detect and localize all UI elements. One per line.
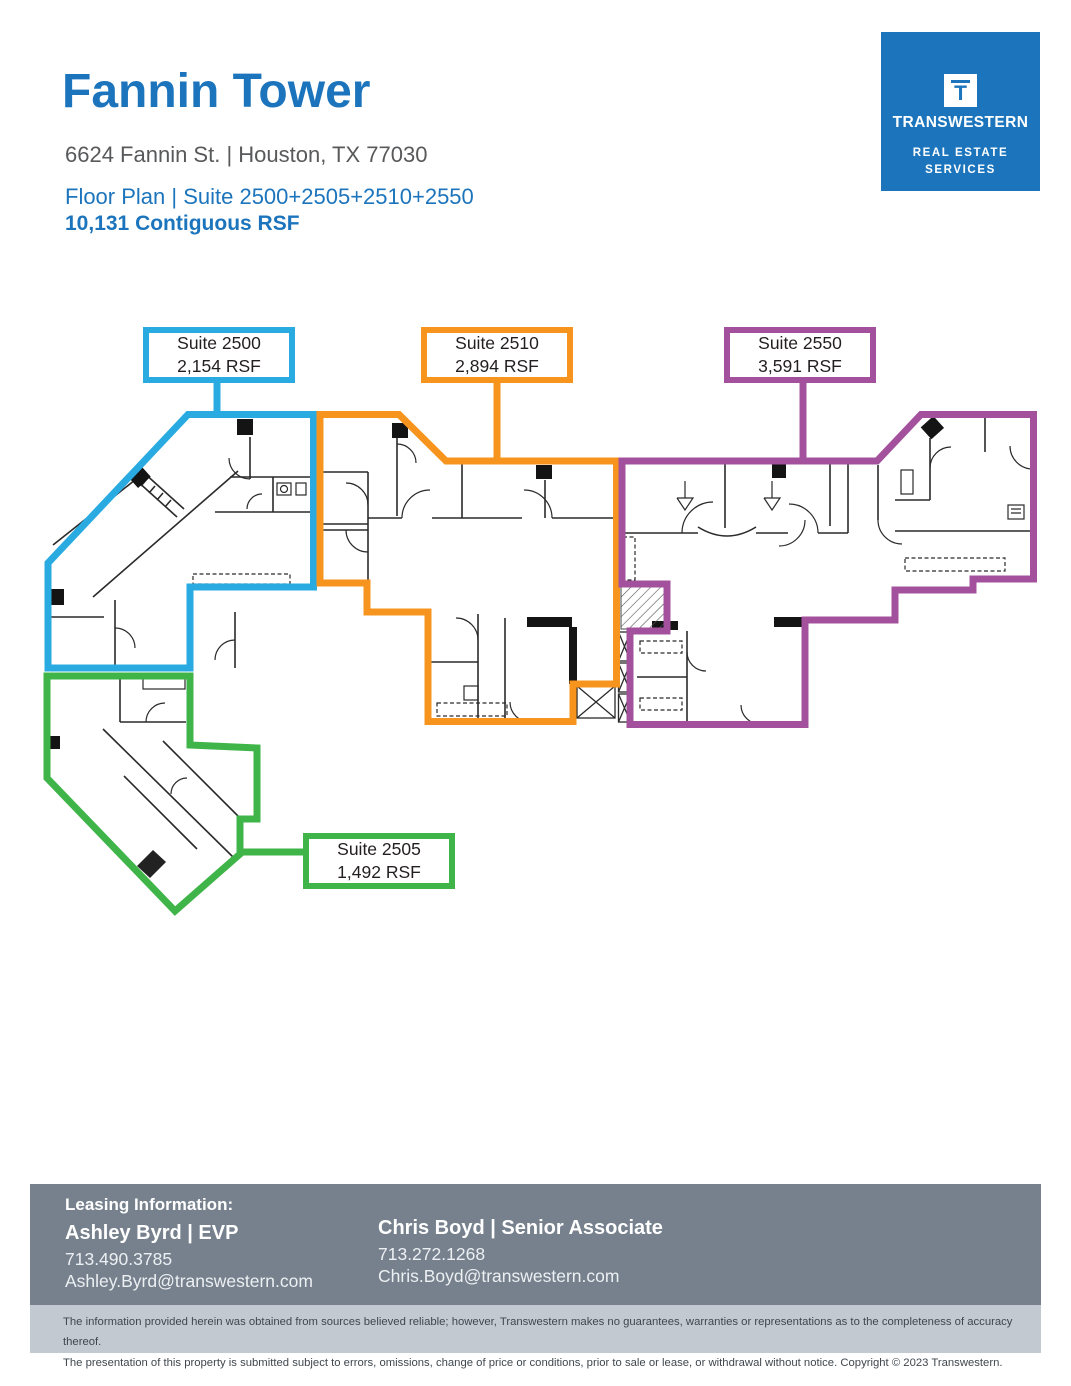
suite-2505-name: Suite 2505 xyxy=(337,839,421,860)
suite-2550-outline xyxy=(618,411,1037,728)
leasing-footer: Leasing Information: Ashley Byrd | EVP 7… xyxy=(30,1184,1041,1305)
suite-2500-outline xyxy=(44,411,317,672)
suite-2510-rsf: 2,894 RSF xyxy=(455,356,539,376)
floor-plan-subtitle: Floor Plan | Suite 2500+2505+2510+2550 xyxy=(65,184,474,209)
logo-brand-name: TRANSWESTERN xyxy=(892,114,1029,131)
suite-2510-label: Suite 2510 2,894 RSF xyxy=(421,327,573,383)
disclaimer-line-2: The presentation of this property is sub… xyxy=(63,1356,1003,1369)
column-markers xyxy=(47,416,945,878)
page-title: Fannin Tower xyxy=(62,65,371,118)
light-fixture-icons xyxy=(676,481,782,512)
suite-2510-name: Suite 2510 xyxy=(455,333,539,354)
shaft-hatch xyxy=(620,583,668,630)
suite-2510-outline xyxy=(316,411,620,725)
contact-card: Chris Boyd | Senior Associate 713.272.12… xyxy=(378,1217,663,1287)
property-address: 6624 Fannin St. | Houston, TX 77030 xyxy=(65,142,428,167)
suite-2550-name: Suite 2550 xyxy=(758,333,842,354)
suite-2505-label: Suite 2505 1,492 RSF xyxy=(303,833,455,889)
fixtures xyxy=(142,469,1025,717)
suite-2505-rsf: 1,492 RSF xyxy=(337,862,421,882)
logo-t-letter: T xyxy=(954,82,967,105)
transwestern-logo: T TRANSWESTERN REAL ESTATE SERVICES xyxy=(881,32,1040,191)
logo-tagline: REAL ESTATE SERVICES xyxy=(912,147,1009,176)
contact-phone: 713.490.3785 xyxy=(65,1249,173,1269)
contact-email: Ashley.Byrd@transwestern.com xyxy=(65,1271,313,1292)
contact-card: Ashley Byrd | EVP 713.490.3785 Ashley.By… xyxy=(65,1222,313,1292)
disclaimer: The information provided herein was obta… xyxy=(30,1305,1041,1369)
interior-walls xyxy=(48,415,1033,858)
suite-2500-rsf: 2,154 RSF xyxy=(177,356,261,376)
suite-2500-name: Suite 2500 xyxy=(177,333,261,354)
contact-name: Chris Boyd | Senior Associate xyxy=(378,1217,663,1239)
elevator-boxes xyxy=(576,631,632,723)
contact-email: Chris.Boyd@transwestern.com xyxy=(378,1266,620,1287)
suite-2505-outline xyxy=(43,672,261,916)
suite-2500-label: Suite 2500 2,154 RSF xyxy=(143,327,295,383)
contact-name: Ashley Byrd | EVP xyxy=(65,1222,239,1244)
logo-t-bar xyxy=(951,80,970,83)
disclaimer-line-1: The information provided herein was obta… xyxy=(63,1316,1013,1349)
contact-phone: 713.272.1268 xyxy=(378,1244,486,1264)
leasing-heading: Leasing Information: xyxy=(65,1195,234,1214)
logo-t-mark-icon: T xyxy=(944,74,977,107)
contiguous-rsf: 10,131 Contiguous RSF xyxy=(65,212,300,235)
suite-2550-label: Suite 2550 3,591 RSF xyxy=(724,327,876,383)
door-arcs xyxy=(114,443,1034,795)
suite-2550-rsf: 3,591 RSF xyxy=(758,356,842,376)
